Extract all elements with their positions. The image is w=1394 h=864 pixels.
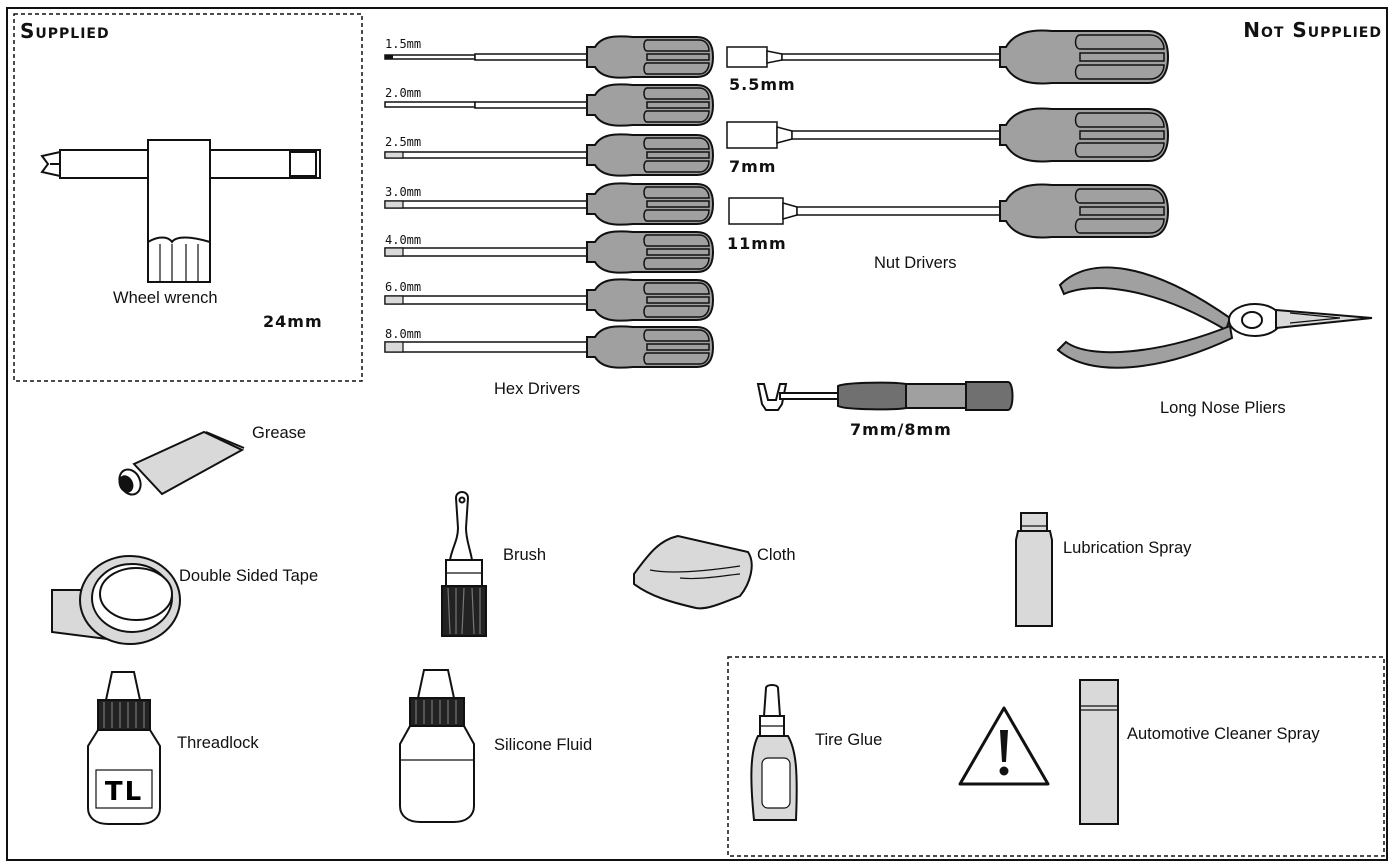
- brush-icon: [441, 491, 487, 637]
- grease-label: Grease: [252, 424, 307, 442]
- nut-driver-size: 11mm: [727, 234, 787, 253]
- silicone-fluid-bottle-icon: [399, 669, 475, 823]
- supplied-heading: Supplied: [20, 19, 110, 43]
- brush-label: Brush: [503, 546, 547, 564]
- hex-driver-size: 2.0mm: [385, 86, 422, 100]
- hex-driver-size: 8.0mm: [385, 327, 422, 341]
- threadlock-bottle-icon: [87, 671, 161, 825]
- hex-driver-size: 4.0mm: [385, 233, 422, 247]
- nut-drivers-icon: [726, 29, 1169, 239]
- hex-driver-size: 2.5mm: [385, 135, 422, 149]
- nut-driver-size: 5.5mm: [729, 75, 796, 94]
- outer-frame: [6, 7, 1388, 861]
- hex-driver-size: 6.0mm: [385, 280, 422, 294]
- tire-glue-label: Tire Glue: [815, 731, 883, 749]
- body-post-tool-icon: [756, 381, 1014, 411]
- nut-driver-size: 7mm: [729, 157, 777, 176]
- long-nose-pliers-icon: [1056, 266, 1373, 369]
- body-post-tool-size: 7mm/8mm: [850, 420, 952, 439]
- double-sided-tape-label: Double Sided Tape: [179, 567, 319, 585]
- tire-glue-icon: [750, 684, 798, 821]
- wheel-wrench-icon: [40, 139, 321, 283]
- lubrication-spray-label: Lubrication Spray: [1063, 539, 1192, 557]
- hex-driver-size: 3.0mm: [385, 185, 422, 199]
- long-nose-pliers-label: Long Nose Pliers: [1160, 399, 1286, 417]
- not-supplied-heading: Not Supplied: [1243, 18, 1382, 42]
- hex-driver-size: 1.5mm: [385, 37, 422, 51]
- grease-tube-icon: [118, 430, 245, 496]
- automotive-cleaner-spray-label: Automotive Cleaner Spray: [1127, 725, 1320, 743]
- lower-dashed-box: [727, 656, 1385, 857]
- wheel-wrench-label: Wheel wrench: [113, 289, 218, 307]
- warning-triangle-icon: [958, 706, 1050, 786]
- supplied-box: [13, 13, 363, 382]
- cloth-label: Cloth: [757, 546, 796, 564]
- silicone-fluid-label: Silicone Fluid: [494, 736, 593, 754]
- hex-drivers-label: Hex Drivers: [494, 380, 581, 398]
- double-sided-tape-icon: [51, 555, 181, 645]
- wheel-wrench-size: 24mm: [263, 312, 323, 331]
- hex-drivers-icon: [384, 35, 714, 369]
- nut-drivers-label: Nut Drivers: [874, 254, 957, 272]
- threadlock-label: Threadlock: [177, 734, 259, 752]
- automotive-cleaner-spray-icon: [1079, 679, 1119, 825]
- cloth-icon: [633, 534, 753, 610]
- threadlock-bottle-marking: TL: [105, 777, 143, 807]
- lubrication-spray-icon: [1015, 512, 1053, 627]
